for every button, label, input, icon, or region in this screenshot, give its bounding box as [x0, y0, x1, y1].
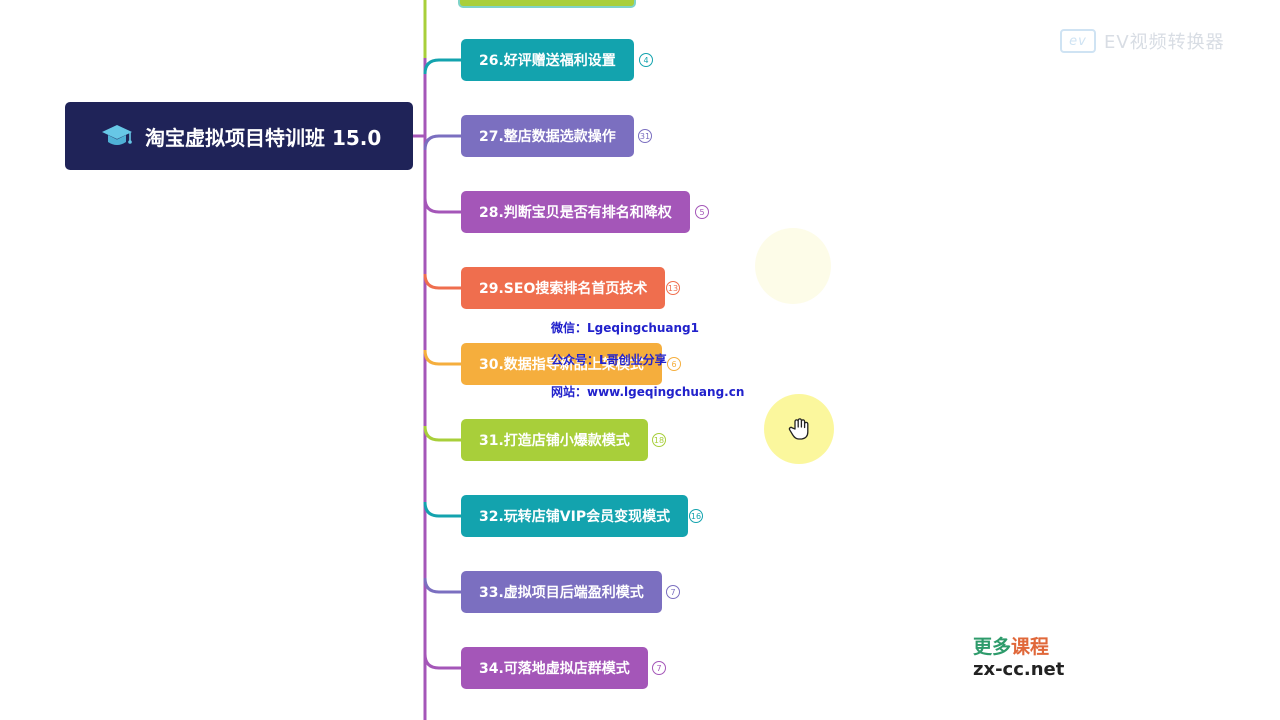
topic-31-label: 31.打造店铺小爆款模式 [479, 433, 630, 449]
connector-topic-27 [423, 134, 461, 151]
connector-topic-30 [423, 349, 461, 366]
ev-logo-icon: ev [1060, 29, 1096, 53]
root-topic-label: 淘宝虚拟项目特训班 15.0 [145, 125, 382, 150]
topic-32[interactable]: 32.玩转店铺VIP会员变现模式 [461, 495, 689, 537]
topic-27-count[interactable]: 31 [638, 129, 652, 143]
topic-27[interactable]: 27.整店数据选款操作 [461, 115, 634, 157]
topic-29-count[interactable]: 13 [666, 281, 680, 295]
cursor-highlight [764, 394, 834, 464]
topic-34-label: 34.可落地虚拟店群模式 [479, 661, 630, 677]
contact-website: 网站：www.lgeqingchuang.cn [551, 385, 745, 399]
contact-official-account: 公众号：L哥创业分享 [551, 353, 667, 367]
topic-33-count[interactable]: 7 [666, 585, 680, 599]
more-courses-promo: 更多课程 zx-cc.net [973, 632, 1064, 680]
promo-part2: 课程 [1011, 636, 1050, 658]
topic-26[interactable]: 26.好评赠送福利设置 [461, 39, 634, 81]
topic-26-count[interactable]: 4 [639, 53, 653, 67]
watermark-text: EV视频转换器 [1104, 32, 1225, 53]
contact-wechat: 微信：Lgeqingchuang1 [551, 321, 699, 335]
hand-pointer-icon [788, 418, 809, 440]
connector-topic-31 [423, 425, 461, 442]
connector-topic-34 [423, 653, 461, 670]
topic-partial-top[interactable] [458, 0, 636, 8]
topic-31[interactable]: 31.打造店铺小爆款模式 [461, 419, 648, 461]
topic-33[interactable]: 33.虚拟项目后端盈利模式 [461, 571, 662, 613]
topic-34[interactable]: 34.可落地虚拟店群模式 [461, 647, 648, 689]
topic-26-label: 26.好评赠送福利设置 [479, 53, 616, 69]
promo-part1: 更多 [973, 636, 1012, 658]
topic-30[interactable]: 30.数据指导新品上架模式 [461, 343, 662, 385]
connector-topic-26 [423, 58, 461, 75]
topic-28[interactable]: 28.判断宝贝是否有排名和降权 [461, 191, 690, 233]
topic-30-count[interactable]: 6 [667, 357, 681, 371]
connector-topic-32 [423, 501, 461, 518]
graduation-cap-icon [102, 125, 132, 145]
topic-31-count[interactable]: 18 [652, 433, 666, 447]
topic-29-label: 29.SEO搜索排名首页技术 [479, 281, 648, 297]
topic-28-count[interactable]: 5 [695, 205, 709, 219]
topic-34-count[interactable]: 7 [652, 661, 666, 675]
topic-30-label: 30.数据指导新品上架模式 [479, 357, 644, 373]
topic-32-label: 32.玩转店铺VIP会员变现模式 [479, 509, 671, 525]
topic-32-count[interactable]: 16 [689, 509, 703, 523]
promo-url: zx-cc.net [973, 659, 1065, 680]
root-topic[interactable]: 淘宝虚拟项目特训班 15.0 [65, 102, 413, 170]
ev-watermark: ev EV视频转换器 [1060, 28, 1225, 54]
connector-topic-28 [423, 197, 461, 214]
topic-29[interactable]: 29.SEO搜索排名首页技术 [461, 267, 666, 309]
topic-33-label: 33.虚拟项目后端盈利模式 [479, 585, 644, 601]
topic-27-label: 27.整店数据选款操作 [479, 129, 616, 145]
connector-topic-29 [423, 273, 461, 290]
faint-glow [755, 228, 831, 304]
connector-topic-33 [423, 577, 461, 594]
topic-28-label: 28.判断宝贝是否有排名和降权 [479, 205, 672, 221]
